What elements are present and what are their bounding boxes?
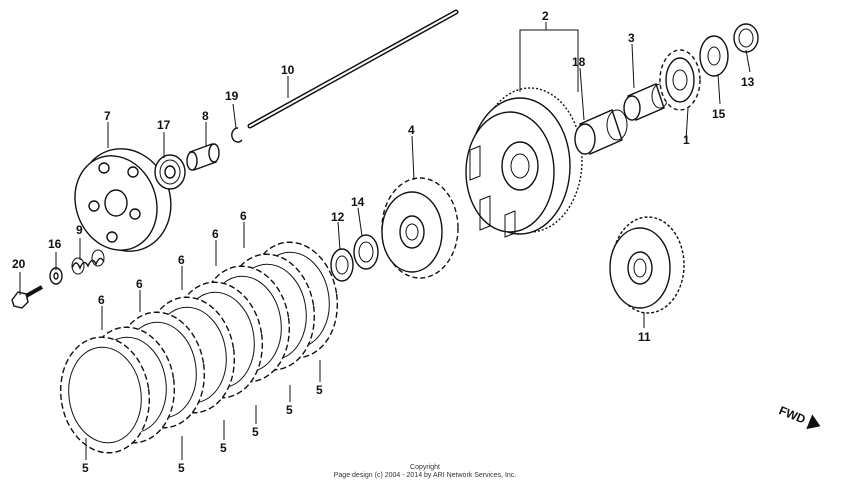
callout-5-e: 5 — [286, 403, 293, 417]
callout-16: 16 — [48, 237, 62, 251]
copyright-line-1: Copyright — [410, 464, 440, 471]
fwd-direction-indicator: FWD — [777, 403, 821, 430]
callout-17: 17 — [157, 118, 171, 132]
part-bushing — [623, 83, 669, 121]
callout-5-f: 5 — [316, 383, 323, 397]
part-clutch-outer — [465, 87, 583, 238]
part-ring — [733, 23, 759, 53]
callout-6-b: 6 — [136, 277, 143, 291]
callout-5-b: 5 — [178, 461, 185, 475]
part-washer-small — [49, 267, 63, 285]
callout-4: 4 — [408, 123, 415, 137]
callout-2: 2 — [542, 9, 549, 23]
part-thrust-washer — [353, 234, 379, 270]
part-bolt — [11, 285, 43, 309]
callout-19: 19 — [225, 89, 239, 103]
callout-5-c: 5 — [220, 441, 227, 455]
callout-1: 1 — [683, 133, 690, 147]
part-drive-gear — [609, 216, 685, 314]
callout-11: 11 — [638, 330, 651, 344]
leader-lines — [19, 22, 751, 460]
callout-6-a: 6 — [98, 293, 105, 307]
part-push-rod — [247, 9, 459, 129]
part-release-bearing — [154, 154, 186, 190]
callout-5-d: 5 — [252, 425, 259, 439]
callout-7: 7 — [104, 109, 111, 123]
part-clutch-center — [381, 177, 459, 279]
callout-12: 12 — [331, 210, 345, 224]
part-needle-bearing — [574, 109, 628, 155]
callout-10: 10 — [281, 63, 295, 77]
fwd-arrow-icon — [806, 414, 821, 430]
fwd-label: FWD — [777, 403, 808, 426]
callout-14: 14 — [351, 195, 365, 209]
callout-3: 3 — [628, 31, 635, 45]
callout-labels: 20 16 9 7 17 8 19 10 12 14 4 2 18 3 1 15… — [12, 9, 755, 475]
callout-15: 15 — [712, 107, 726, 121]
part-clutch-spring — [71, 249, 105, 275]
callout-6-e: 6 — [240, 209, 247, 223]
part-lifter-piece — [186, 143, 220, 171]
callout-18: 18 — [572, 55, 586, 69]
part-circlip — [231, 127, 243, 143]
copyright-line-2: Page design (c) 2004 - 2014 by ARI Netwo… — [333, 472, 517, 479]
callout-6-d: 6 — [212, 227, 219, 241]
callout-5-a: 5 — [82, 461, 89, 475]
callout-20: 20 — [12, 257, 26, 271]
part-sprocket — [659, 49, 701, 111]
part-clutch-plate-stack — [59, 241, 339, 454]
callout-9: 9 — [76, 223, 83, 237]
part-pressure-plate — [74, 148, 172, 252]
part-collar — [330, 248, 354, 282]
part-washer-large — [699, 35, 729, 77]
callout-6-c: 6 — [178, 253, 185, 267]
callout-13: 13 — [741, 75, 755, 89]
callout-8: 8 — [202, 109, 209, 123]
